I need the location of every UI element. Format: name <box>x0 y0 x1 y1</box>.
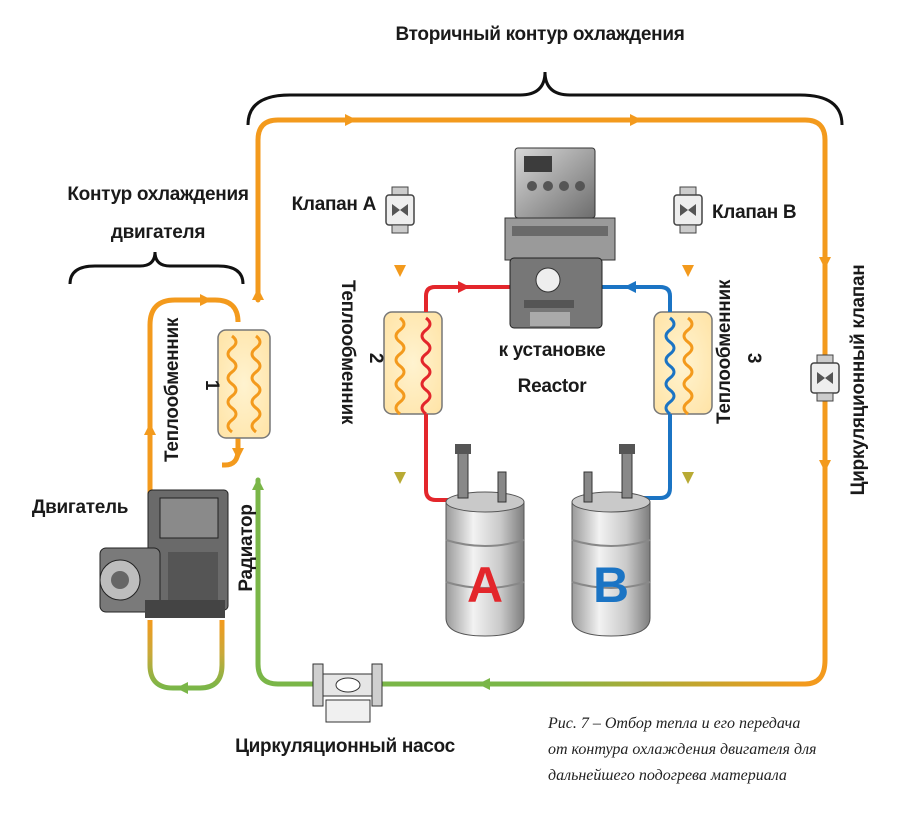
engine-loop-title-line2: двигателя <box>111 222 205 243</box>
caption-line2: от контура охлаждения двигателя для <box>548 741 816 758</box>
drum-b: B <box>571 444 651 637</box>
caption-line1: Рис. 7 – Отбор тепла и его передача <box>547 715 800 732</box>
hx2-label: Теплообменник <box>337 280 358 425</box>
hx1-label: Теплообменник <box>162 317 183 462</box>
engine <box>99 489 229 618</box>
reactor-label-line2: Reactor <box>518 376 588 397</box>
engine-loop-pipes <box>144 294 244 694</box>
engine-loop-title-line1: Контур охлаждения <box>67 184 248 205</box>
engine-loop-brace <box>68 251 245 285</box>
heat-exchanger-3 <box>653 311 713 416</box>
drum-b-letter: B <box>593 557 629 613</box>
hx3-number: 3 <box>743 353 764 363</box>
hx2-number: 2 <box>365 353 386 363</box>
circulation-valve-label: Циркуляционный клапан <box>848 265 869 496</box>
material-line-a <box>424 281 510 502</box>
valve-b <box>673 186 703 234</box>
hx3-label: Теплообменник <box>714 279 735 424</box>
drum-a-letter: A <box>467 557 503 613</box>
caption-line3: дальнейшего подогрева материала <box>548 767 787 784</box>
reactor-machine <box>504 147 616 329</box>
flow-arrows <box>252 114 831 690</box>
circulation-valve <box>810 354 840 402</box>
radiator-label: Радиатор <box>236 504 257 591</box>
valve-b-label: Клапан В <box>712 202 796 223</box>
secondary-loop-brace <box>246 71 844 126</box>
reactor-label-line1: к установке <box>499 340 606 361</box>
circulation-pump <box>312 663 383 723</box>
valve-a <box>385 186 415 234</box>
drum-a: A <box>445 444 525 637</box>
pump-label: Циркуляционный насос <box>235 736 456 757</box>
engine-label: Двигатель <box>32 497 128 518</box>
material-line-b <box>598 281 672 500</box>
heat-exchanger-1 <box>217 329 271 439</box>
hx1-number: 1 <box>201 380 222 391</box>
valve-a-label: Клапан А <box>292 194 377 215</box>
secondary-loop-title: Вторичный контур охлаждения <box>395 24 684 45</box>
heat-exchanger-2 <box>383 311 443 416</box>
